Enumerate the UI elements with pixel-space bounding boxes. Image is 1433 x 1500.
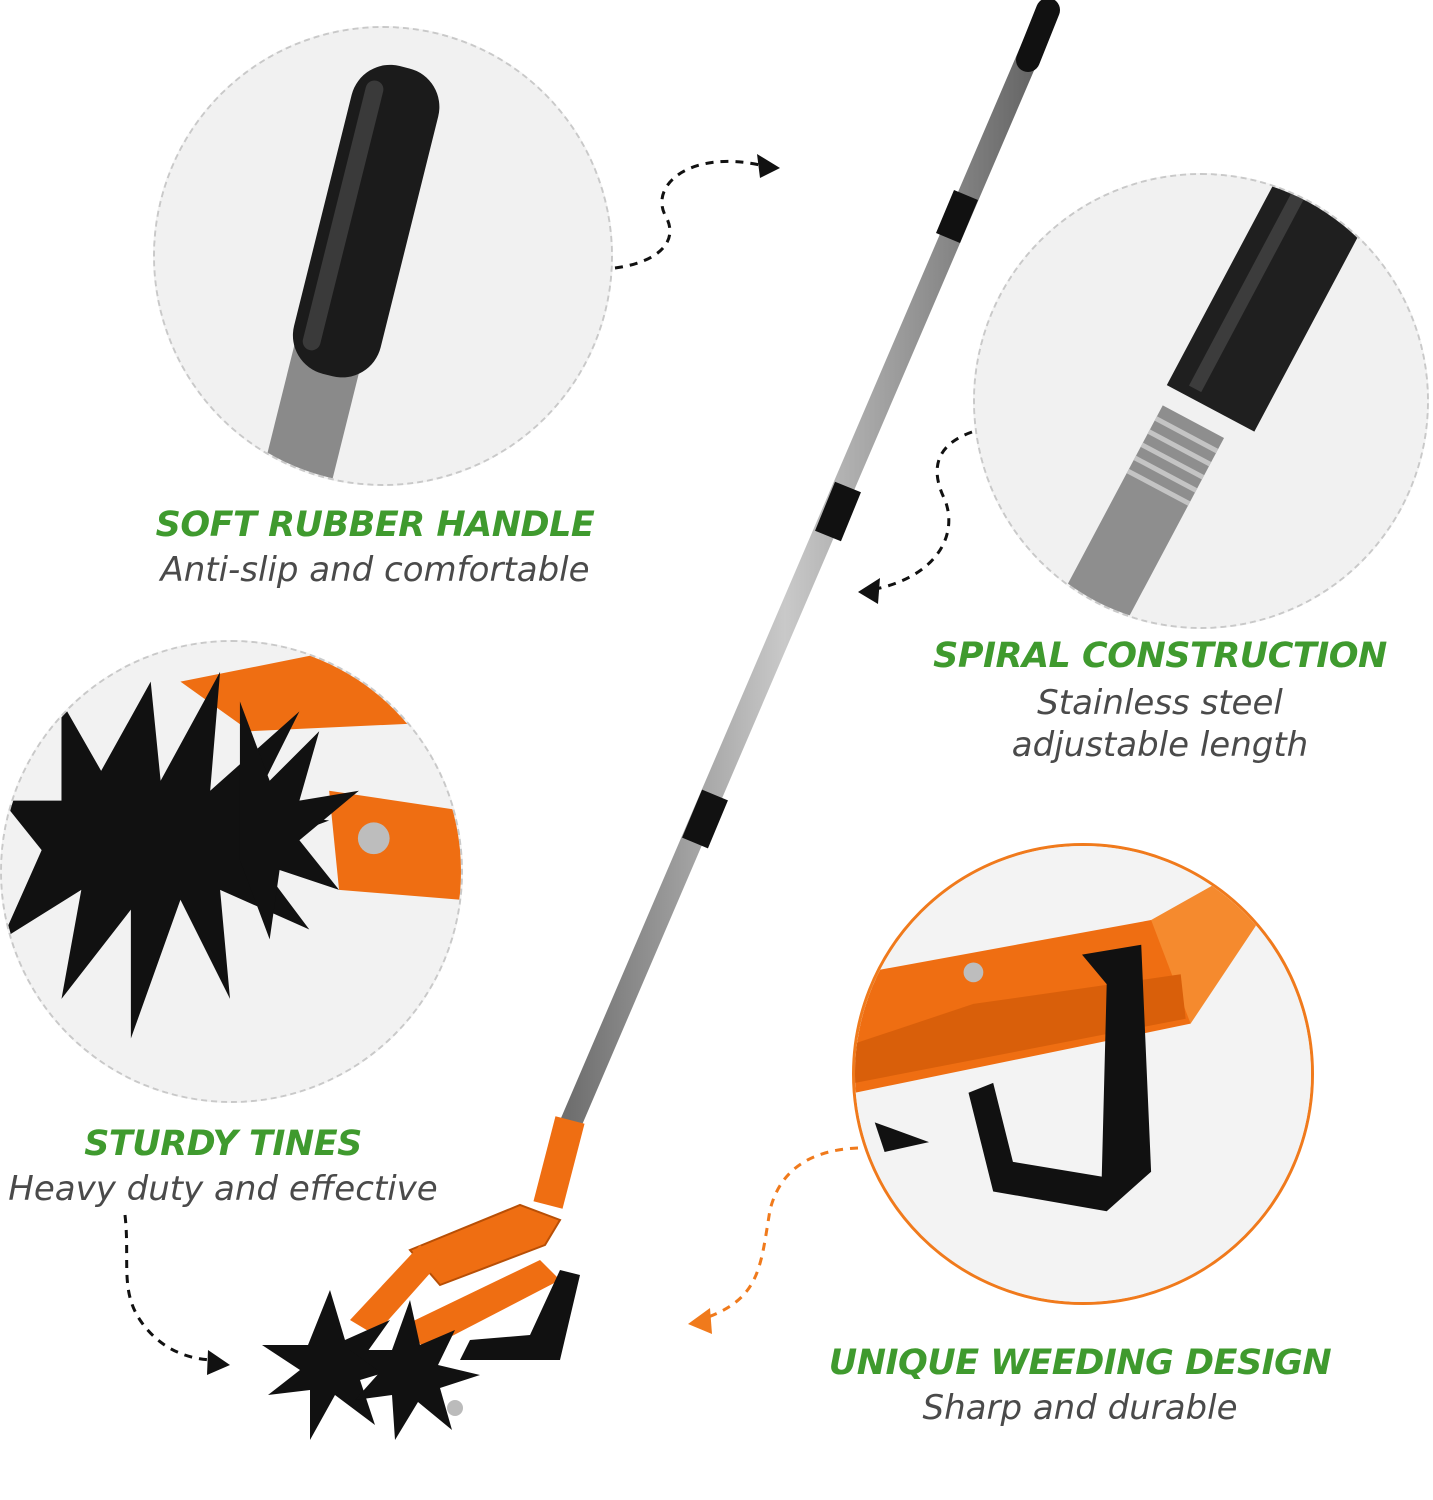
feature-subtitle: Sharp and durable	[922, 1388, 1238, 1428]
tines-image	[2, 642, 461, 1101]
spiral-joint-closeup	[973, 173, 1429, 629]
feature-subtitle: Heavy duty and effective	[8, 1169, 438, 1209]
feature-subtitle: Anti-slip and comfortable	[160, 550, 590, 590]
feature-subtitle-line-2: adjustable length	[1011, 725, 1309, 765]
feature-title: UNIQUE WEEDING DESIGN	[828, 1343, 1332, 1383]
feature-handle-caption: SOFT RUBBER HANDLE Anti-slip and comfort…	[100, 505, 650, 591]
feature-weeding-caption: UNIQUE WEEDING DESIGN Sharp and durable	[800, 1343, 1360, 1429]
weeding-blade-image	[855, 846, 1311, 1302]
weeding-blade-closeup	[852, 843, 1314, 1305]
rubber-handle-image	[155, 28, 611, 484]
feature-title: STURDY TINES	[84, 1124, 362, 1164]
spiral-joint-image	[975, 175, 1427, 627]
feature-title: SOFT RUBBER HANDLE	[155, 505, 595, 545]
feature-tines-caption: STURDY TINES Heavy duty and effective	[0, 1124, 446, 1210]
feature-title: SPIRAL CONSTRUCTION	[933, 636, 1387, 676]
tines-closeup	[0, 640, 463, 1103]
rubber-handle-closeup	[153, 26, 613, 486]
feature-subtitle-line-1: Stainless steel	[1037, 683, 1283, 723]
feature-spiral-caption: SPIRAL CONSTRUCTION Stainless steel adju…	[880, 636, 1433, 766]
